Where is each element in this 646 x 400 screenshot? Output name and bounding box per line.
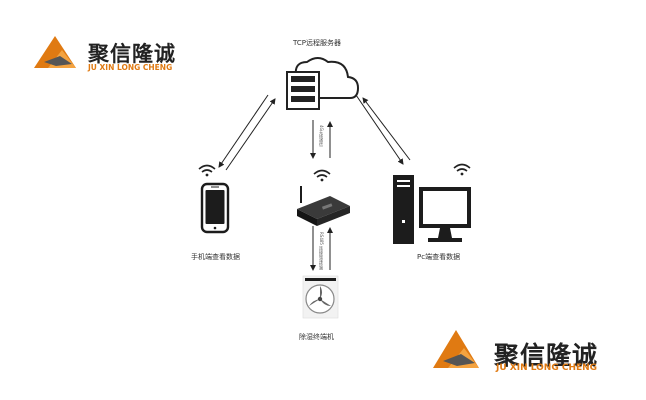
link-server-pc bbox=[355, 94, 411, 165]
phone-label: 手机端查看数据 bbox=[191, 253, 240, 261]
link-server-phone bbox=[218, 94, 276, 171]
wifi-icon bbox=[198, 164, 216, 177]
device-label: 除湿终端机 bbox=[299, 333, 334, 341]
logo-chinese-name: 聚信隆诚 bbox=[494, 341, 599, 370]
link-router-device bbox=[310, 226, 333, 271]
router-dtu-icon bbox=[297, 186, 350, 226]
server-label: TCP远程服务器 bbox=[293, 39, 341, 47]
pc-label: Pc端查看数据 bbox=[417, 253, 461, 261]
link-upper-label: 4G无线通信 bbox=[319, 125, 324, 147]
dehumidifier-icon bbox=[302, 275, 339, 319]
link-server-router bbox=[310, 120, 333, 159]
cloud-server-icon bbox=[286, 57, 360, 110]
smartphone-icon bbox=[200, 182, 230, 234]
logo-mountain-icon bbox=[433, 330, 479, 368]
logo-english-name: JU XIN LONG CHENG bbox=[88, 63, 173, 72]
logo-english-name: JU XIN LONG CHENG bbox=[496, 363, 598, 373]
wifi-icon bbox=[453, 163, 471, 176]
logo-chinese-name: 聚信隆诚 bbox=[88, 42, 176, 66]
desktop-pc-icon bbox=[393, 175, 471, 244]
wifi-icon bbox=[313, 169, 331, 182]
logo-mountain-icon bbox=[34, 36, 76, 68]
link-lower-label: RS485 连接除湿终端 bbox=[319, 232, 324, 271]
